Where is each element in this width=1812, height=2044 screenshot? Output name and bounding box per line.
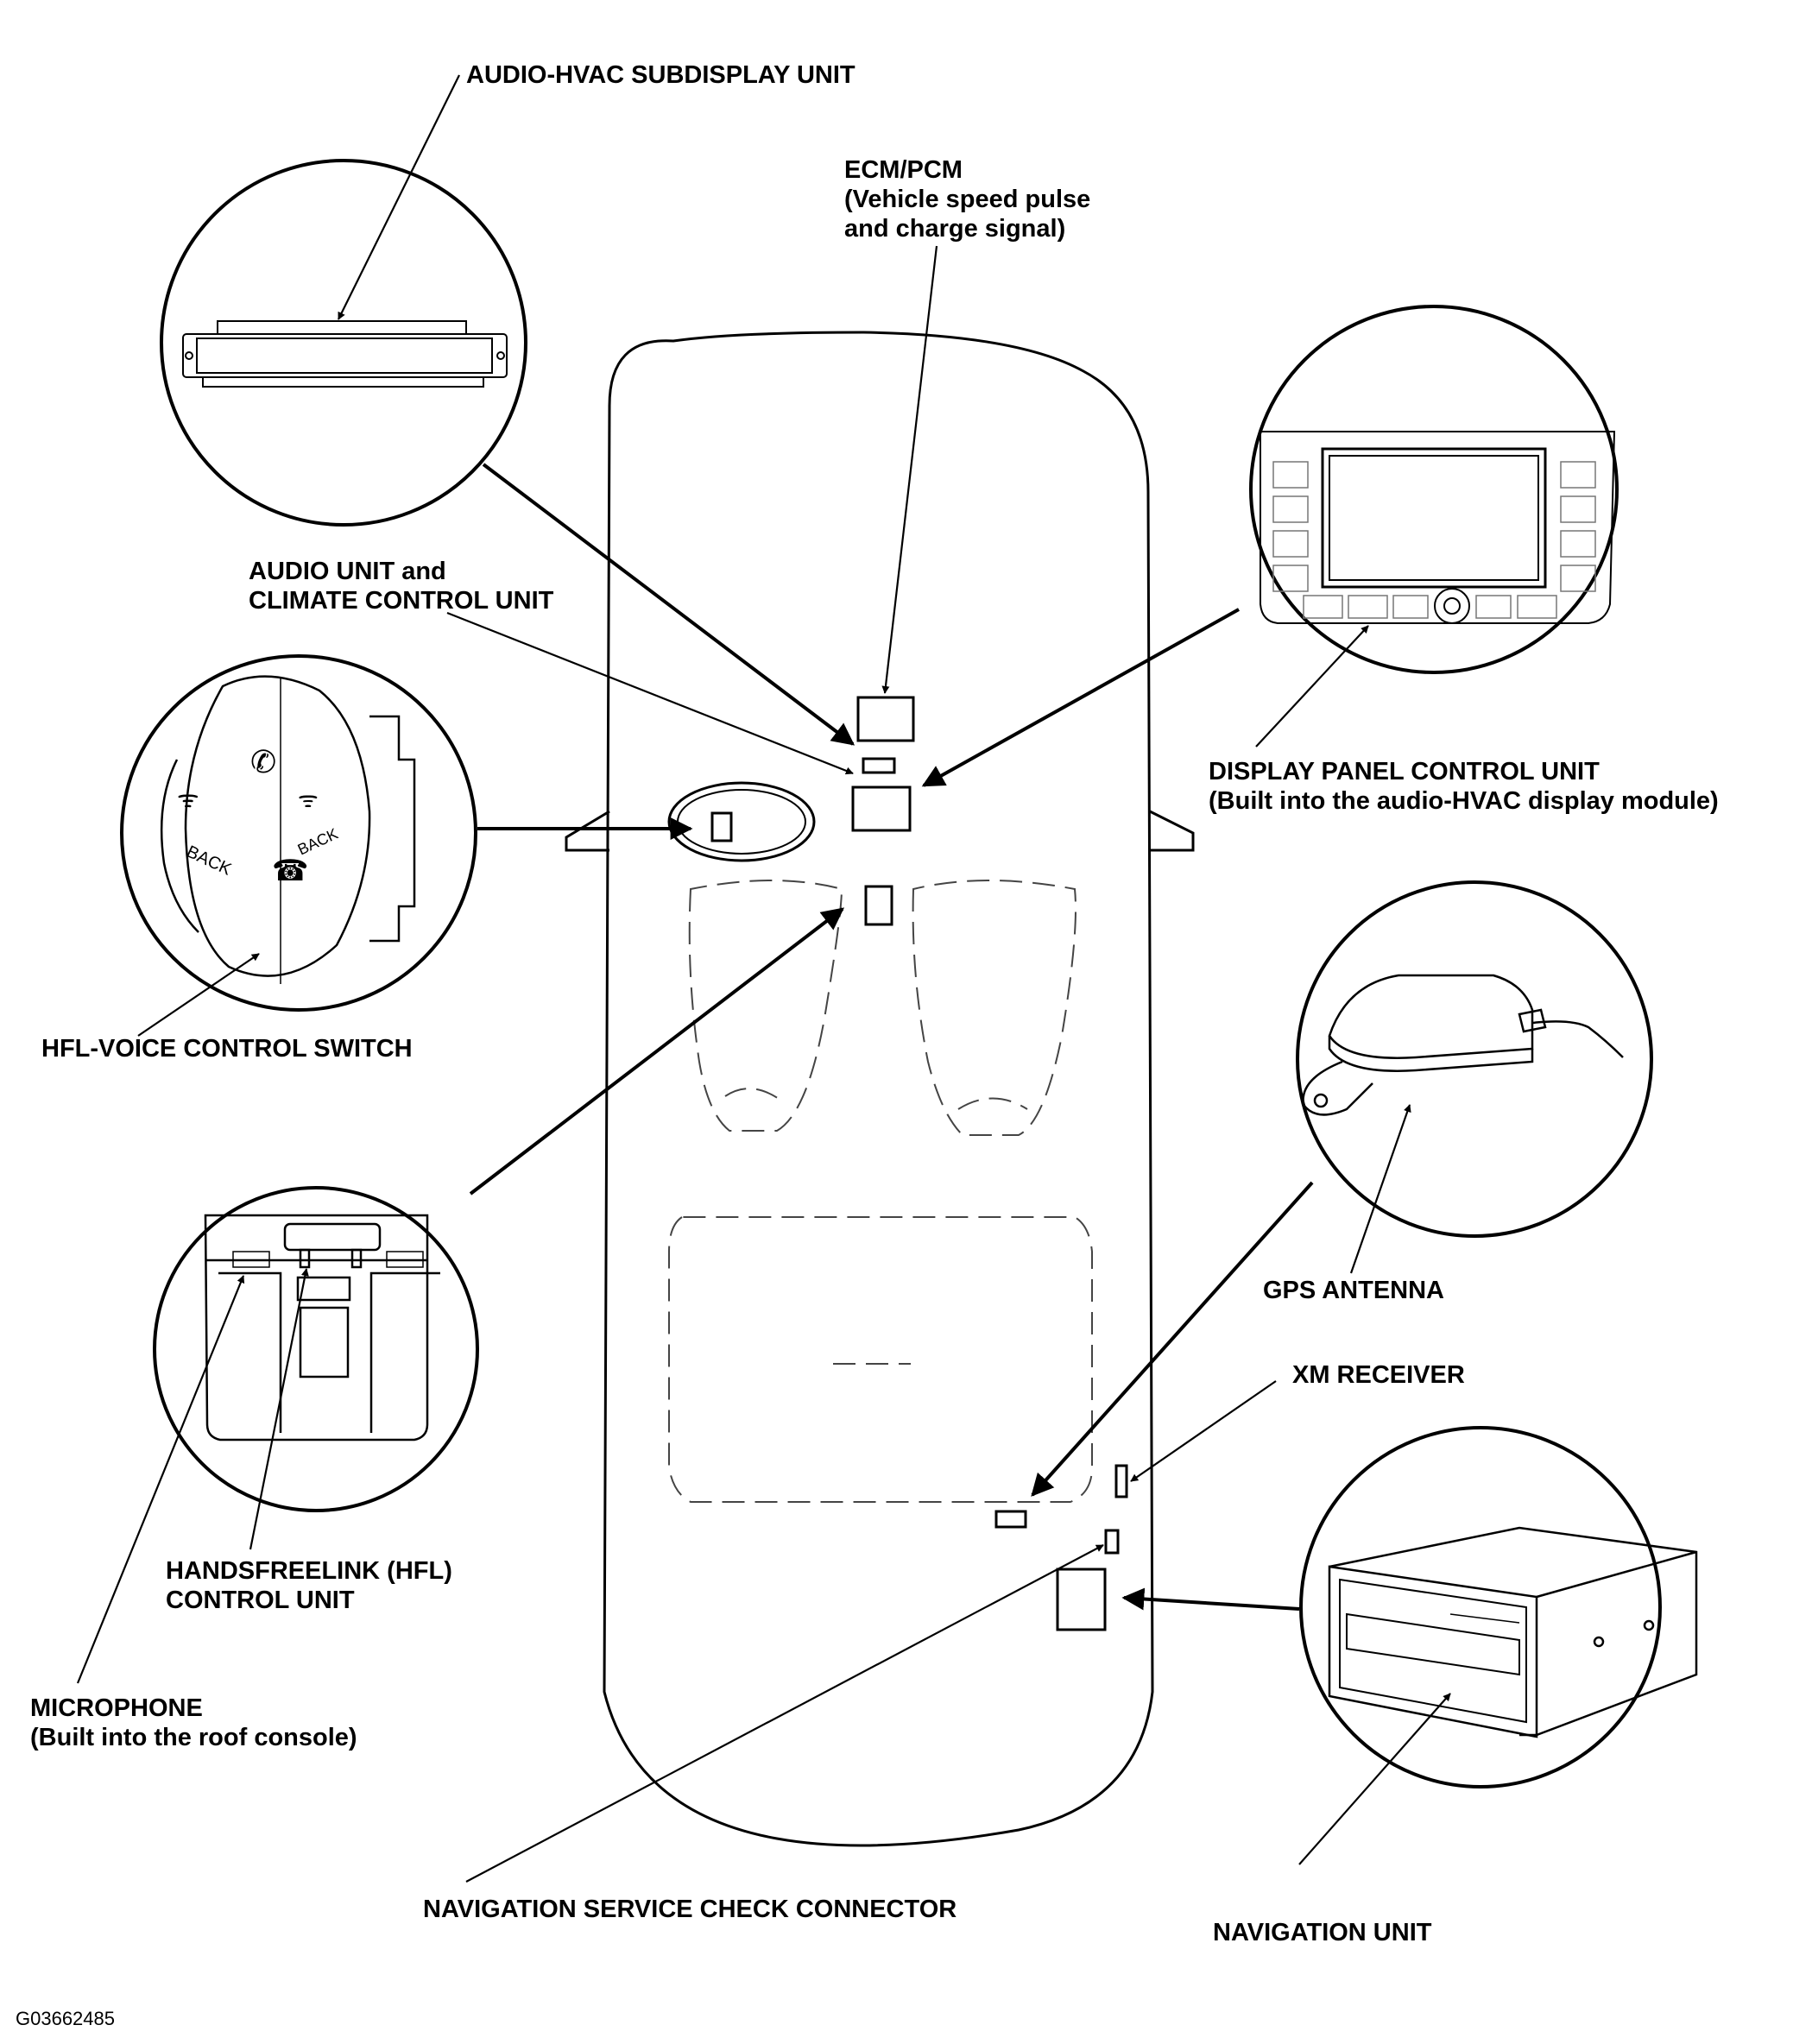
svg-text:ᯤ: ᯤ bbox=[298, 787, 319, 813]
roof-console-box bbox=[864, 885, 893, 926]
navigation-unit-leader bbox=[1298, 1693, 1451, 1865]
subdisplay-location-arrow bbox=[482, 463, 855, 746]
hfl-switch-detail-circle bbox=[120, 654, 477, 1012]
switch-back-label-left: BACK bbox=[184, 842, 235, 880]
vehicle-interior-seats bbox=[668, 880, 1093, 1503]
small-connector-box bbox=[862, 757, 896, 774]
hfl-control-unit-label: HANDSFREELINK (HFL) CONTROL UNIT bbox=[166, 1557, 452, 1614]
roof-console-drawing bbox=[204, 1214, 440, 1442]
audio-unit-leader bbox=[446, 611, 854, 775]
navigation-unit-label: NAVIGATION UNIT bbox=[1213, 1919, 1432, 1946]
location-arrows bbox=[469, 463, 1314, 1611]
hfl-voice-switch-label: HFL-VOICE CONTROL SWITCH bbox=[41, 1035, 413, 1063]
xm-receiver-label: XM RECEIVER bbox=[1292, 1361, 1465, 1389]
detail-circles bbox=[120, 159, 1662, 1788]
gps-location-arrow bbox=[1031, 1181, 1314, 1497]
audio-climate-unit-box bbox=[851, 785, 912, 832]
subdisplay-unit-drawing bbox=[182, 320, 508, 388]
display-panel-detail-circle bbox=[1249, 305, 1619, 674]
audio-climate-label: AUDIO UNIT and CLIMATE CONTROL UNIT bbox=[249, 558, 554, 615]
svg-text:☎: ☎ bbox=[272, 854, 308, 888]
microphone-label: MICROPHONE (Built into the roof console) bbox=[30, 1694, 357, 1751]
xm-leader bbox=[1130, 1380, 1277, 1482]
subdisplay-label: AUDIO-HVAC SUBDISPLAY UNIT bbox=[466, 61, 855, 89]
subdisplay-detail-circle bbox=[160, 159, 527, 527]
vehicle-outline bbox=[565, 331, 1195, 1847]
xm-receiver-box bbox=[1114, 1464, 1128, 1498]
hfl-unit-leader bbox=[249, 1268, 309, 1550]
navigation-unit-box bbox=[1056, 1568, 1107, 1631]
figure-id: G03662485 bbox=[16, 2008, 115, 2029]
ecm-pcm-box bbox=[856, 696, 915, 742]
display-panel-label: DISPLAY PANEL CONTROL UNIT (Built into t… bbox=[1209, 758, 1719, 815]
subdisplay-leader bbox=[338, 74, 460, 320]
roof-console-location-arrow bbox=[469, 907, 845, 1195]
ecm-leader bbox=[881, 245, 938, 694]
steering-wheel-outline bbox=[667, 781, 816, 862]
switch-back-label-right: BACK bbox=[295, 825, 341, 859]
hfl-switch-leader bbox=[137, 953, 260, 1037]
nav-check-connector-box bbox=[1104, 1529, 1120, 1555]
navigation-unit-detail-circle bbox=[1299, 1426, 1662, 1788]
hfl-voice-switch-drawing: ✆ ᯤ ᯤ ☎ BACK BACK bbox=[160, 675, 416, 984]
gps-antenna-detail-circle bbox=[1296, 880, 1653, 1238]
navigation-unit-location-arrow bbox=[1121, 1587, 1300, 1611]
vehicle-component-boxes bbox=[667, 696, 1128, 1631]
gps-antenna-label: GPS ANTENNA bbox=[1263, 1277, 1444, 1304]
nav-service-check-label: NAVIGATION SERVICE CHECK CONNECTOR bbox=[423, 1896, 957, 1923]
leader-lines bbox=[76, 74, 1451, 1883]
gps-antenna-box bbox=[994, 1510, 1027, 1529]
svg-text:ᯤ: ᯤ bbox=[177, 785, 199, 813]
svg-text:✆: ✆ bbox=[250, 745, 276, 780]
display-panel-drawing bbox=[1260, 431, 1616, 624]
gps-leader bbox=[1349, 1104, 1411, 1274]
ecm-pcm-label: ECM/PCM (Vehicle speed pulse and charge … bbox=[844, 156, 1091, 243]
gps-antenna-drawing bbox=[1302, 974, 1624, 1116]
microphone-leader bbox=[76, 1275, 245, 1684]
nav-check-leader bbox=[465, 1544, 1104, 1883]
navigation-unit-drawing bbox=[1328, 1526, 1698, 1738]
roof-console-detail-circle bbox=[153, 1186, 479, 1512]
hfl-switch-box bbox=[710, 811, 733, 842]
display-panel-leader bbox=[1255, 625, 1369, 748]
display-panel-location-arrow bbox=[921, 608, 1240, 787]
